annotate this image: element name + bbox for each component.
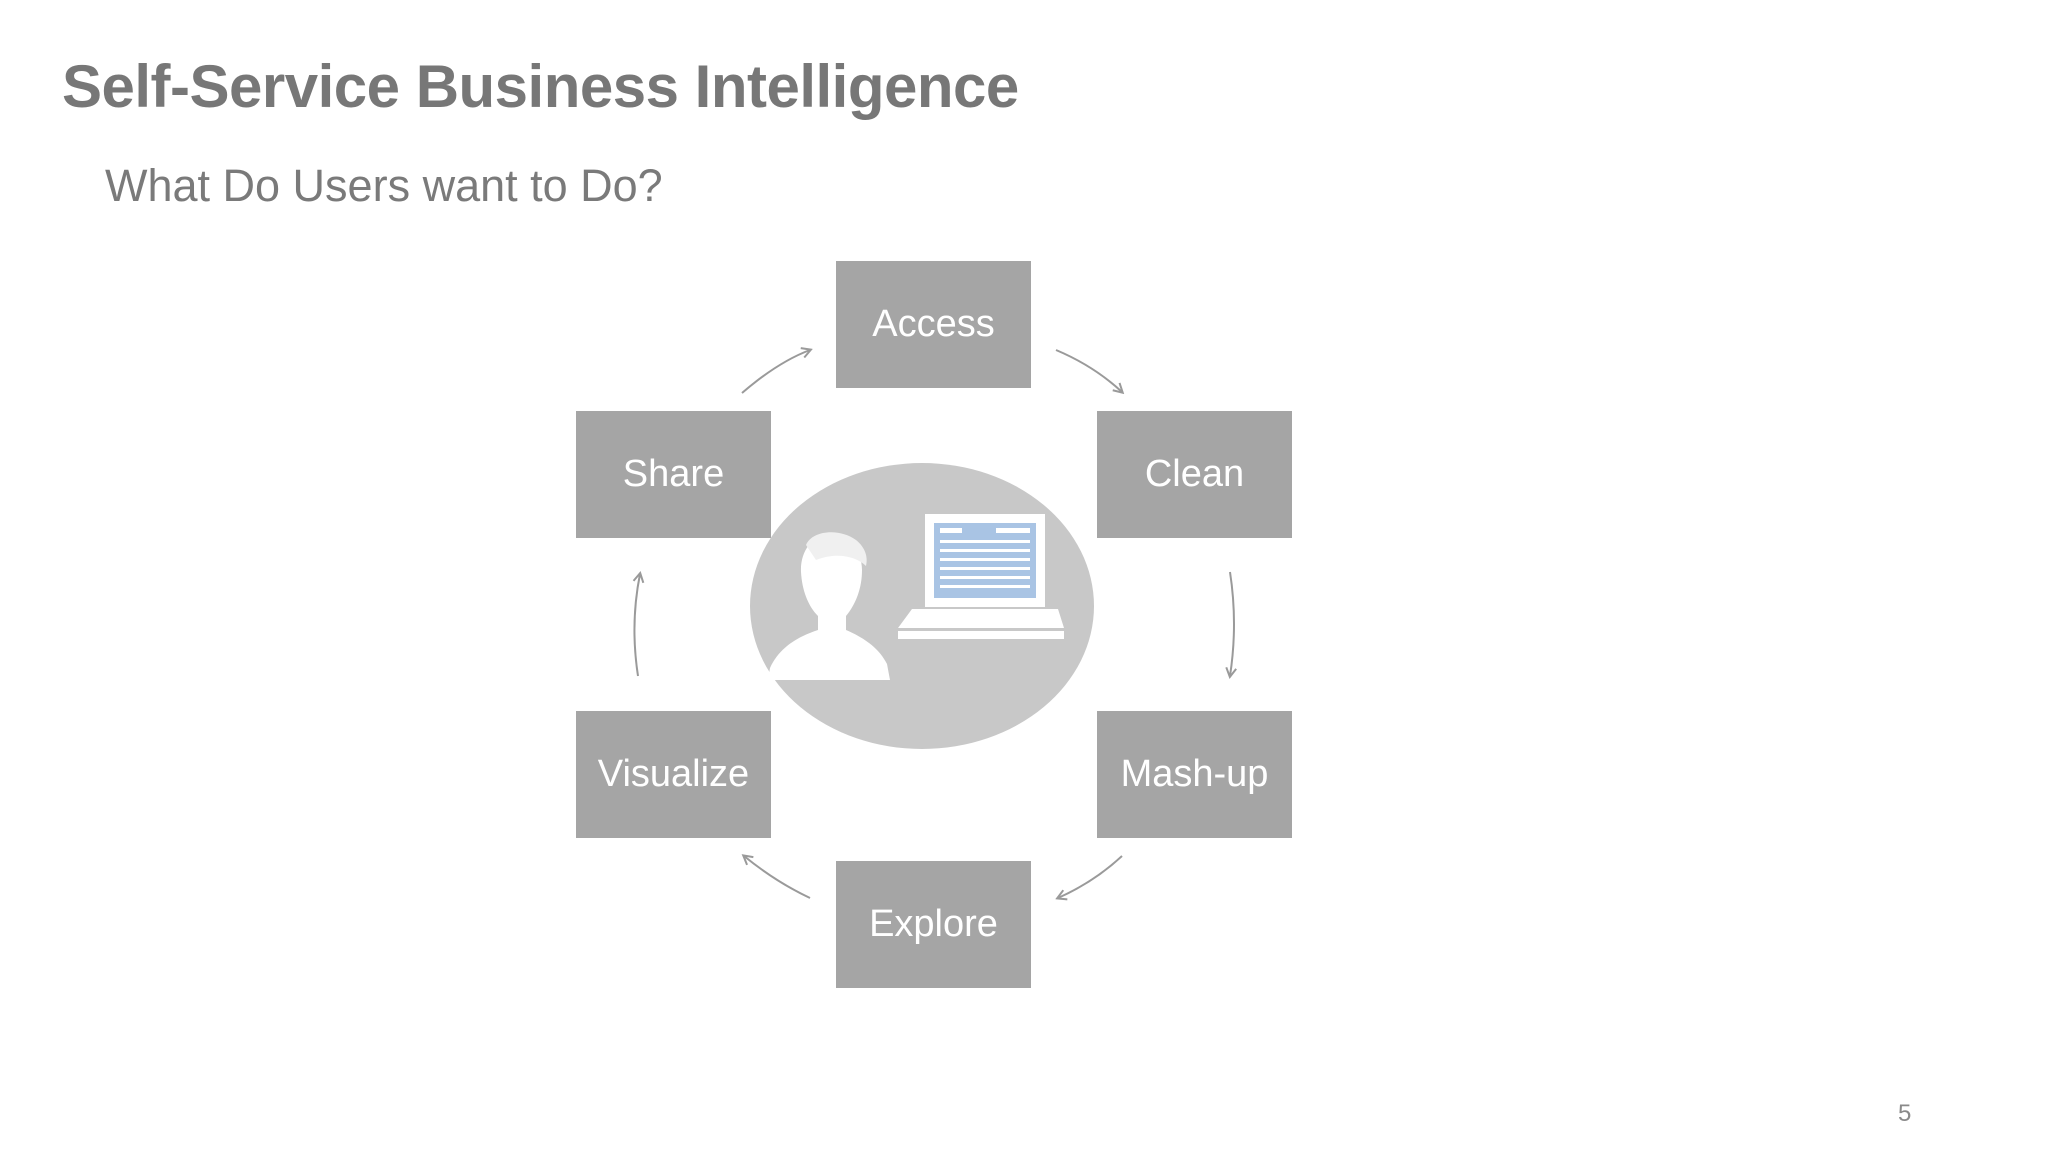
step-clean-label: Clean <box>1144 453 1245 495</box>
step-access: Access <box>836 261 1031 388</box>
step-access-label: Access <box>872 303 995 345</box>
slide-subtitle: What Do Users want to Do? <box>105 160 663 211</box>
arrow-mashup-to-explore <box>1058 855 1123 898</box>
step-mashup: Mash-up <box>1097 711 1292 838</box>
step-explore: Explore <box>836 861 1031 988</box>
step-visualize-label: Visualize <box>597 753 750 795</box>
slide-title: Self-Service Business Intelligence <box>62 53 1019 120</box>
laptop-icon <box>898 514 1064 639</box>
person-icon <box>768 532 890 680</box>
step-share-label: Share <box>622 453 725 495</box>
arrow-visualize-to-share <box>634 574 640 677</box>
step-explore-label: Explore <box>869 903 998 945</box>
step-clean: Clean <box>1097 411 1292 538</box>
arrow-explore-to-visualize <box>744 856 811 899</box>
page-number: 5 <box>1898 1100 1912 1127</box>
step-visualize: Visualize <box>576 711 771 838</box>
arrow-clean-to-mashup <box>1230 571 1234 676</box>
step-mashup-label: Mash-up <box>1120 753 1269 795</box>
arrow-access-to-clean <box>1055 349 1122 392</box>
user-at-laptop-icon <box>750 463 1094 749</box>
arrow-share-to-access <box>741 350 810 394</box>
step-share: Share <box>576 411 771 538</box>
